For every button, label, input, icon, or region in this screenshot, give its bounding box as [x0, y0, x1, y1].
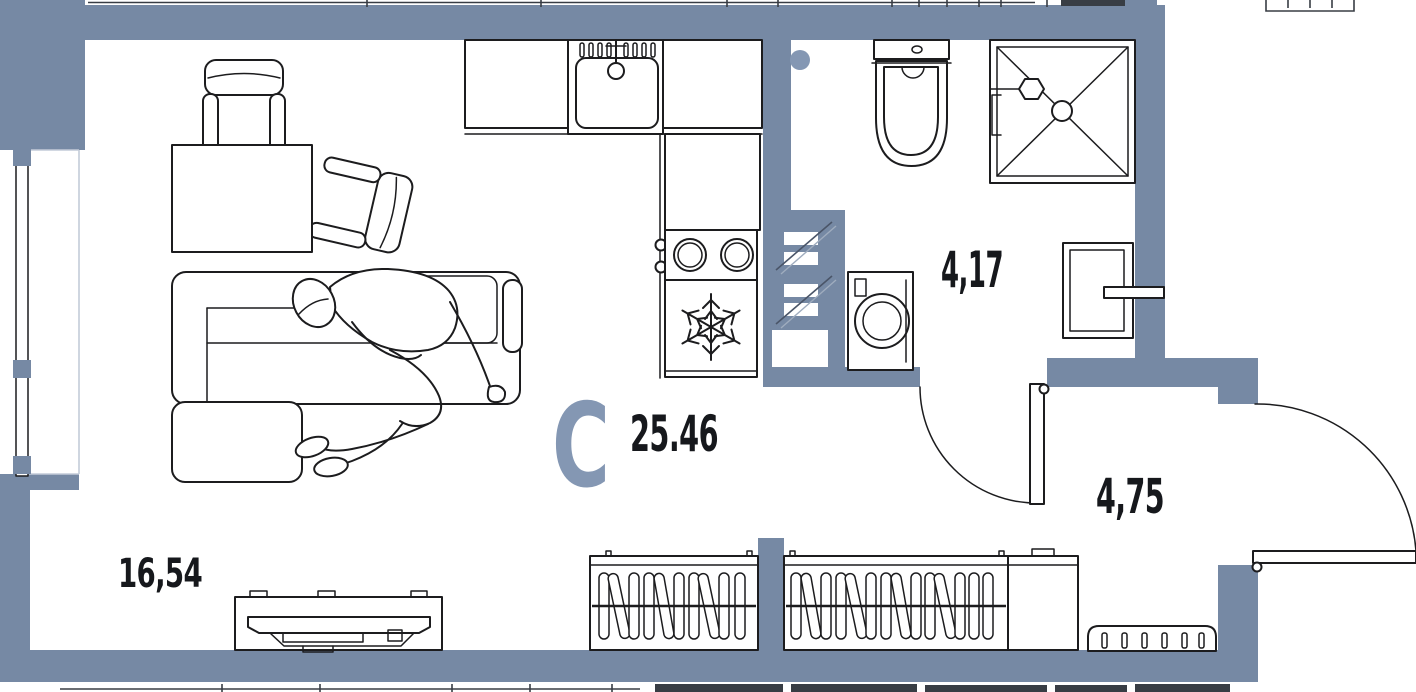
person-hand: [486, 384, 507, 404]
wardrobe-right: [783, 548, 1079, 651]
person: [291, 267, 507, 478]
north-indicator: С: [552, 379, 610, 514]
bottom-cutoff-fragment: [60, 684, 1230, 692]
top-cutoff-fragment: [88, 0, 1355, 12]
armchair: [306, 155, 417, 258]
dining-table: [171, 59, 417, 258]
burner-icon: [673, 238, 707, 272]
washbasin: [1062, 242, 1165, 339]
tv-icon: [247, 616, 431, 634]
bathroom-door: [919, 383, 1050, 505]
label-bathroom-area: 4,17: [941, 241, 1003, 299]
shower-cabin: [989, 39, 1136, 184]
label-total-area: 25.46: [630, 405, 718, 463]
window: [13, 148, 80, 477]
fridge: [664, 279, 758, 378]
person-foot: [313, 456, 349, 478]
kitchen-sink: [567, 39, 664, 135]
door-leaf: [1029, 383, 1045, 505]
door-swing-arc: [1254, 403, 1416, 552]
washing-machine: [847, 271, 914, 371]
door-swing-arc: [919, 386, 1037, 504]
ceiling-point-icon: [790, 50, 810, 70]
wardrobe-left: [589, 550, 759, 651]
entrance-door: [1251, 403, 1416, 573]
stove: [654, 229, 758, 281]
drum-icon: [854, 293, 910, 349]
chair: [202, 59, 286, 152]
door-hinge-icon: [1038, 383, 1050, 395]
corner-sofa: [171, 271, 523, 483]
person-foot: [294, 435, 330, 459]
door-hinge-icon: [1251, 561, 1263, 573]
snowflake-icon: [681, 293, 741, 361]
toilet: [871, 39, 952, 167]
window-mullion: [13, 148, 31, 166]
person-torso: [329, 267, 459, 353]
window-mullion: [13, 360, 31, 378]
shoe-bench: [1087, 625, 1217, 652]
drain-icon: [1051, 100, 1073, 122]
shower-head-icon: [1018, 78, 1045, 100]
vent-shaft: [772, 221, 837, 367]
door-leaf: [1252, 550, 1416, 564]
kitchen-counter: [464, 39, 763, 379]
tv-stand: [234, 590, 443, 653]
faucet-icon: [1103, 286, 1165, 299]
burner-icon: [720, 238, 754, 272]
label-hallway-area: 4,75: [1096, 469, 1164, 525]
label-living-area: 16,54: [118, 551, 202, 597]
window-mullion: [13, 456, 31, 474]
